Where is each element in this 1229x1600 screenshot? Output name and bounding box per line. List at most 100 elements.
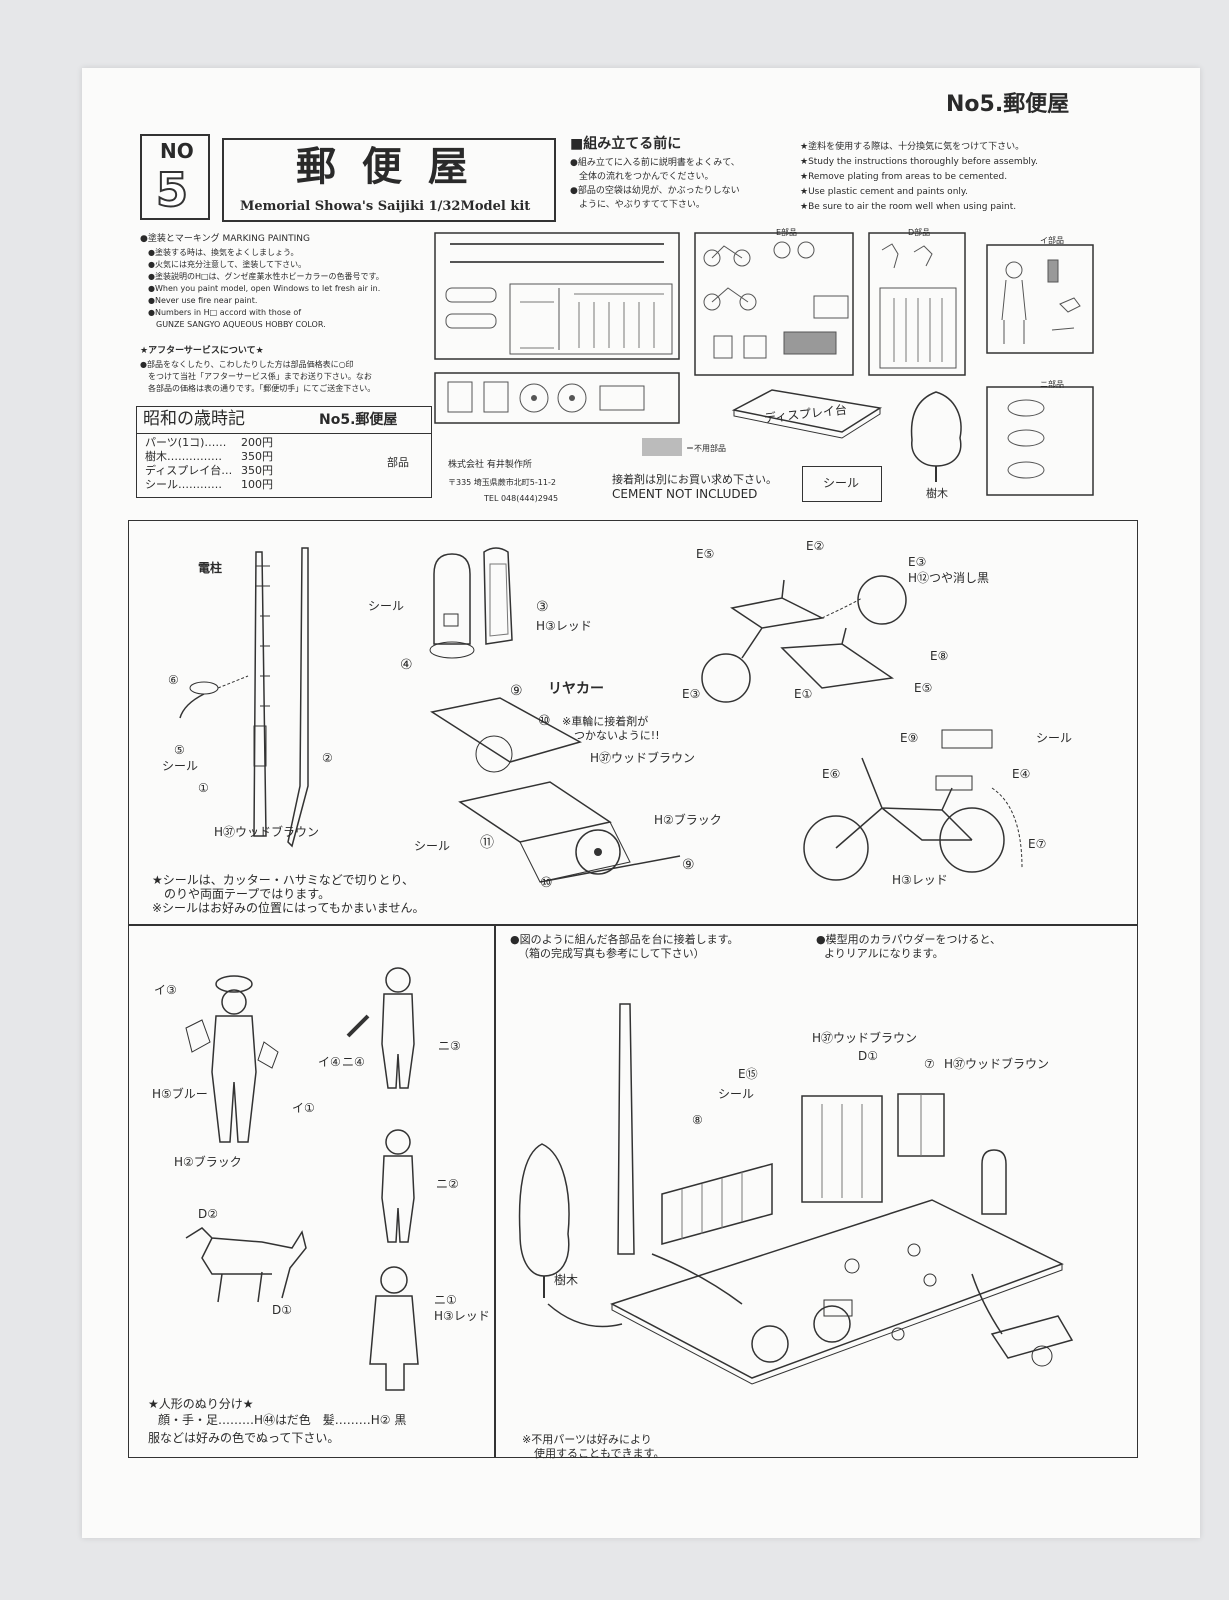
- bike2-seal-label: シール: [1036, 731, 1073, 745]
- price-row-value: 200円: [241, 436, 273, 449]
- safety-note: ★Use plastic cement and paints only.: [800, 187, 968, 197]
- diorama-seal-label: シール: [718, 1087, 755, 1101]
- part-9-label: ⑨: [682, 857, 695, 873]
- sprue-i-label: イ部品: [1040, 236, 1064, 245]
- figure-paint-line: 服などは好みの色でぬって下さい。: [148, 1431, 340, 1445]
- sprue-d-label: D部品: [908, 228, 931, 237]
- dog-d1-label: D①: [272, 1303, 292, 1317]
- girl-ni1-label: ニ①: [434, 1293, 457, 1307]
- price-row-label: シール…………: [145, 478, 222, 491]
- bike-e3b-label: E③: [682, 687, 701, 701]
- child-arm-drawing: [346, 1014, 370, 1038]
- bike2-e6-label: E⑥: [822, 767, 841, 781]
- safety-note: ★Remove plating from areas to be cemente…: [800, 172, 1008, 182]
- dog-d2-label: D②: [198, 1207, 218, 1221]
- figure-paint-title: ★人形のぬり分け★: [148, 1397, 254, 1411]
- sprue-d-drawing: [868, 232, 966, 376]
- postman-figure-drawing: [185, 975, 279, 1143]
- price-row-value: 350円: [241, 464, 273, 477]
- sprue-e-drawing: [694, 232, 854, 376]
- price-row-label: 樹木……………: [145, 450, 222, 463]
- marking-line: ●Never use fire near paint.: [148, 296, 258, 305]
- unused-note: 使用することもできます。: [534, 1447, 665, 1460]
- pole-label: 電柱: [198, 561, 223, 575]
- tree-label: 樹木: [926, 487, 948, 500]
- girl-figure-drawing: [369, 1266, 419, 1391]
- unused-note: ※不用パーツは好みにより: [522, 1433, 652, 1446]
- cart-title: リヤカー: [548, 681, 604, 697]
- figure-blue-label: H⑤ブルー: [152, 1087, 208, 1101]
- diorama-note: ●模型用のカラパウダーをつけると、: [816, 933, 1002, 946]
- bike-color-label: H⑫つや消し黒: [908, 571, 990, 585]
- safety-note: ★塗料を使用する際は、十分換気に気をつけて下さい。: [800, 142, 1025, 152]
- after-service-line: ●部品をなくしたり、こわしたりした方は部品価格表に○印: [140, 360, 354, 369]
- rear-cart-drawing: [430, 697, 681, 883]
- marking-line: ●塗装説明のH□は、グンゼ産業水性ホビーカラーの色番号です。: [148, 272, 384, 281]
- figure-i4-label: イ④: [318, 1055, 341, 1069]
- bike-e5b-label: E⑤: [914, 681, 933, 695]
- part-4-label: ④: [400, 657, 413, 673]
- cart-seal-label: シール: [414, 839, 451, 853]
- bicycle-frame-drawing: [701, 575, 907, 703]
- seal-note: のりや両面テープではります。: [152, 887, 331, 901]
- seal-note: ★シールは、カッター・ハサミなどで切りとり、: [152, 873, 415, 887]
- marking-line: GUNZE SANGYO AQUEOUS HOBBY COLOR.: [148, 320, 326, 329]
- cement-en: CEMENT NOT INCLUDED: [612, 487, 758, 501]
- diorama-note: （箱の完成写真も参考にして下さい）: [518, 947, 705, 960]
- sprue-a-drawing: [434, 232, 680, 360]
- step3-panel: [494, 924, 1138, 1458]
- part-1-label: ①: [198, 781, 209, 795]
- figure-i1-label: イ①: [292, 1101, 315, 1115]
- sprue-ni-label: ニ部品: [1040, 380, 1064, 389]
- child-ni4-label: ニ④: [342, 1055, 365, 1069]
- figure-i3-label: イ③: [154, 983, 177, 997]
- bike-e2-label: E②: [806, 539, 825, 553]
- price-item: No5.郵便屋: [319, 412, 398, 428]
- cement-jp: 接着剤は別にお買い求め下さい。: [612, 473, 777, 486]
- after-service-line: 各部品の価格は表の通りです。「郵便切手」にてご送金下さい。: [140, 384, 376, 393]
- instruction-sheet: No5.郵便屋 NO 5 郵 便 屋 Memorial Showa's Saij…: [82, 68, 1200, 1538]
- window-7-label: ⑦: [924, 1057, 935, 1071]
- post-color-label: H③レッド: [536, 619, 592, 633]
- after-service-heading: ★アフターサービスについて★: [140, 346, 264, 356]
- before-line: ●組み立てに入る前に説明書をよくみて、: [570, 158, 740, 168]
- marking-line: ●Numbers in H□ accord with those of: [148, 308, 302, 317]
- part-2-label: ②: [322, 751, 333, 765]
- unused-swatch: [642, 438, 682, 456]
- marking-heading: ●塗装とマーキング MARKING PAINTING: [140, 234, 310, 244]
- shop-color-label: H㊲ウッドブラウン: [812, 1031, 918, 1045]
- diorama-drawing: [518, 1003, 1074, 1385]
- shop-d1-label: D①: [858, 1049, 878, 1063]
- before-line: ように、やぶりすてて下さい。: [570, 200, 705, 210]
- sprue-i-drawing: [986, 244, 1094, 354]
- step1-panel: [128, 520, 1138, 926]
- title-jp: 郵 便 屋: [296, 144, 474, 190]
- seal-box: シール: [802, 466, 882, 502]
- diorama-tree-label: 樹木: [554, 1273, 579, 1287]
- girl-red-label: H③レッド: [434, 1309, 490, 1323]
- seal-note: ※シールはお好みの位置にはってもかまいません。: [152, 901, 425, 915]
- part-3-label: ③: [536, 599, 549, 615]
- pole-color-label: H㊲ウッドブラウン: [214, 825, 320, 839]
- bike-e3-label: E③: [908, 555, 927, 569]
- before-line: ●部品の空袋は幼児が、かぶったりしない: [570, 186, 740, 196]
- company-address: 〒335 埼玉県蕨市北町5-11-2: [448, 478, 556, 487]
- bike2-e9-label: E⑨: [900, 731, 919, 745]
- no-digit: 5: [155, 163, 189, 218]
- price-series: 昭和の歳時記: [143, 409, 245, 429]
- figure-paint-line: 顔・手・足………H㊹はだ色 髪………H② 黒: [158, 1413, 407, 1427]
- part-11-label: ⑪: [480, 835, 494, 851]
- bike2-e7-label: E⑦: [1028, 837, 1047, 851]
- price-row-value: 350円: [241, 450, 273, 463]
- window-color-label: H㊲ウッドブラウン: [944, 1057, 1050, 1071]
- diorama-note: ●図のように組んだ各部品を台に接着します。: [510, 933, 739, 946]
- bike2-e4-label: E④: [1012, 767, 1031, 781]
- child-figure-1-drawing: [381, 967, 415, 1089]
- figure-black-label: H②ブラック: [174, 1155, 242, 1169]
- unused-legend: ＝不用部品: [686, 444, 726, 453]
- bike-e8-label: E⑧: [930, 649, 949, 663]
- bike2-color-label: H③レッド: [892, 873, 948, 887]
- diorama-note: よりリアルになります。: [824, 947, 944, 960]
- cart-note: つかないように!!: [574, 729, 660, 742]
- price-side-label: 部品: [387, 456, 409, 469]
